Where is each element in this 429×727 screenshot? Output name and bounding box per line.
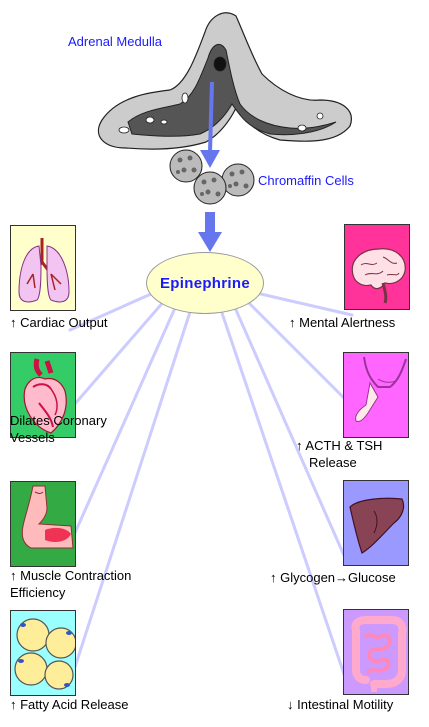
lungs-icon	[18, 238, 70, 303]
mental-alertness-label: ↑ Mental Alertness	[289, 315, 396, 330]
medulla-shape	[127, 43, 337, 137]
connector-coronary	[72, 298, 167, 407]
heart-icon	[23, 358, 67, 434]
intestine-icon	[351, 616, 407, 692]
arm-muscle-icon	[21, 485, 74, 549]
fat-cells-panel	[10, 610, 76, 696]
pituitary-icon	[355, 356, 407, 422]
brain-panel	[344, 224, 410, 310]
glycogen-glucose-label: ↑ Glycogen→Glucose	[270, 570, 396, 585]
muscle-contraction-label: ↑ Muscle Contraction	[10, 568, 132, 583]
chromaffin-cells	[169, 149, 255, 205]
heart-panel	[10, 352, 76, 438]
dilates-coronary-label-2: Vessels	[10, 430, 55, 445]
fat-cells-icon	[14, 618, 75, 690]
connector-glycogen	[234, 308, 348, 562]
muscle-panel	[10, 481, 76, 567]
connector-alertness	[250, 290, 354, 317]
pituitary-panel	[343, 352, 409, 438]
connector-cardiac	[68, 288, 162, 332]
acth-tsh-label-2: Release	[309, 455, 357, 470]
adrenal-medulla-label: Adrenal Medulla	[68, 34, 162, 49]
liver-icon	[349, 497, 405, 554]
muscle-contraction-label-2: Efficiency	[10, 585, 66, 600]
epinephrine-node: Epinephrine	[146, 252, 264, 314]
arrow-to-epinephrine	[198, 232, 222, 252]
connector-motility	[220, 311, 348, 682]
intestinal-motility-label: ↓ Intestinal Motility	[287, 697, 394, 712]
fatty-acid-label: ↑ Fatty Acid Release	[10, 697, 129, 712]
acth-tsh-label: ↑ ACTH & TSH	[296, 438, 383, 453]
lungs-panel	[10, 225, 76, 311]
dilates-coronary-label: Dilates Coronary	[10, 413, 107, 428]
epinephrine-label: Epinephrine	[160, 274, 250, 292]
arrow-to-cells	[200, 150, 220, 168]
connector-muscle	[72, 306, 177, 537]
connector-acth	[246, 300, 348, 402]
connector-fatty	[72, 310, 192, 672]
cardiac-output-label: ↑ Cardiac Output	[10, 315, 108, 330]
intestine-panel	[343, 609, 409, 695]
brain-icon	[351, 248, 406, 304]
liver-panel	[343, 480, 409, 566]
chromaffin-cells-label: Chromaffin Cells	[258, 173, 354, 188]
